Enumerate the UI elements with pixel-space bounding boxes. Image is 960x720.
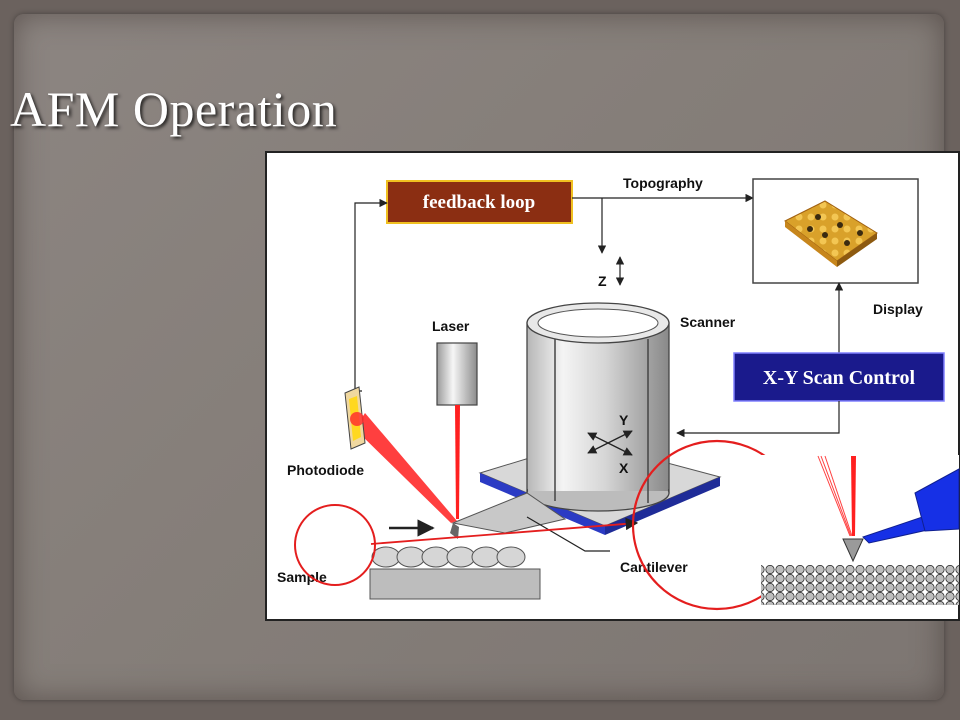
laser-beam (455, 405, 460, 519)
z-axis-label: Z (598, 273, 607, 289)
xy-direction-arrows (587, 430, 633, 456)
feedback-loop-box (386, 180, 573, 224)
scanner-label: Scanner (680, 314, 736, 330)
x-axis-label: X (619, 460, 629, 476)
laser-label: Laser (432, 318, 470, 334)
afm-diagram-svg: feedback loop Topography Z (265, 151, 960, 621)
zoom-connector-arrow (370, 517, 639, 545)
sample-label: Sample (277, 569, 327, 585)
reflected-beam (355, 413, 457, 523)
laser-source (436, 342, 478, 406)
feedback-loop-label: feedback loop (423, 192, 535, 213)
topography-image (784, 200, 878, 267)
display-label: Display (873, 301, 923, 317)
afm-diagram: feedback loop Topography Z (265, 151, 960, 621)
xy-scan-control-box (733, 352, 945, 402)
y-axis-label: Y (619, 412, 629, 428)
cantilever-label: Cantilever (620, 559, 688, 575)
photodiode-label: Photodiode (287, 462, 364, 478)
cantilever-pointer (526, 516, 610, 552)
topography-label: Topography (623, 175, 703, 191)
photodiode (344, 386, 366, 450)
slide-title: AFM Operation (10, 81, 338, 137)
sample (369, 546, 541, 600)
xy-scan-control-label: X-Y Scan Control (763, 367, 916, 389)
zoomed-tip-inset (761, 455, 960, 605)
highlight-circle-small (294, 504, 376, 586)
xy-to-scanner-arrow (676, 401, 840, 438)
